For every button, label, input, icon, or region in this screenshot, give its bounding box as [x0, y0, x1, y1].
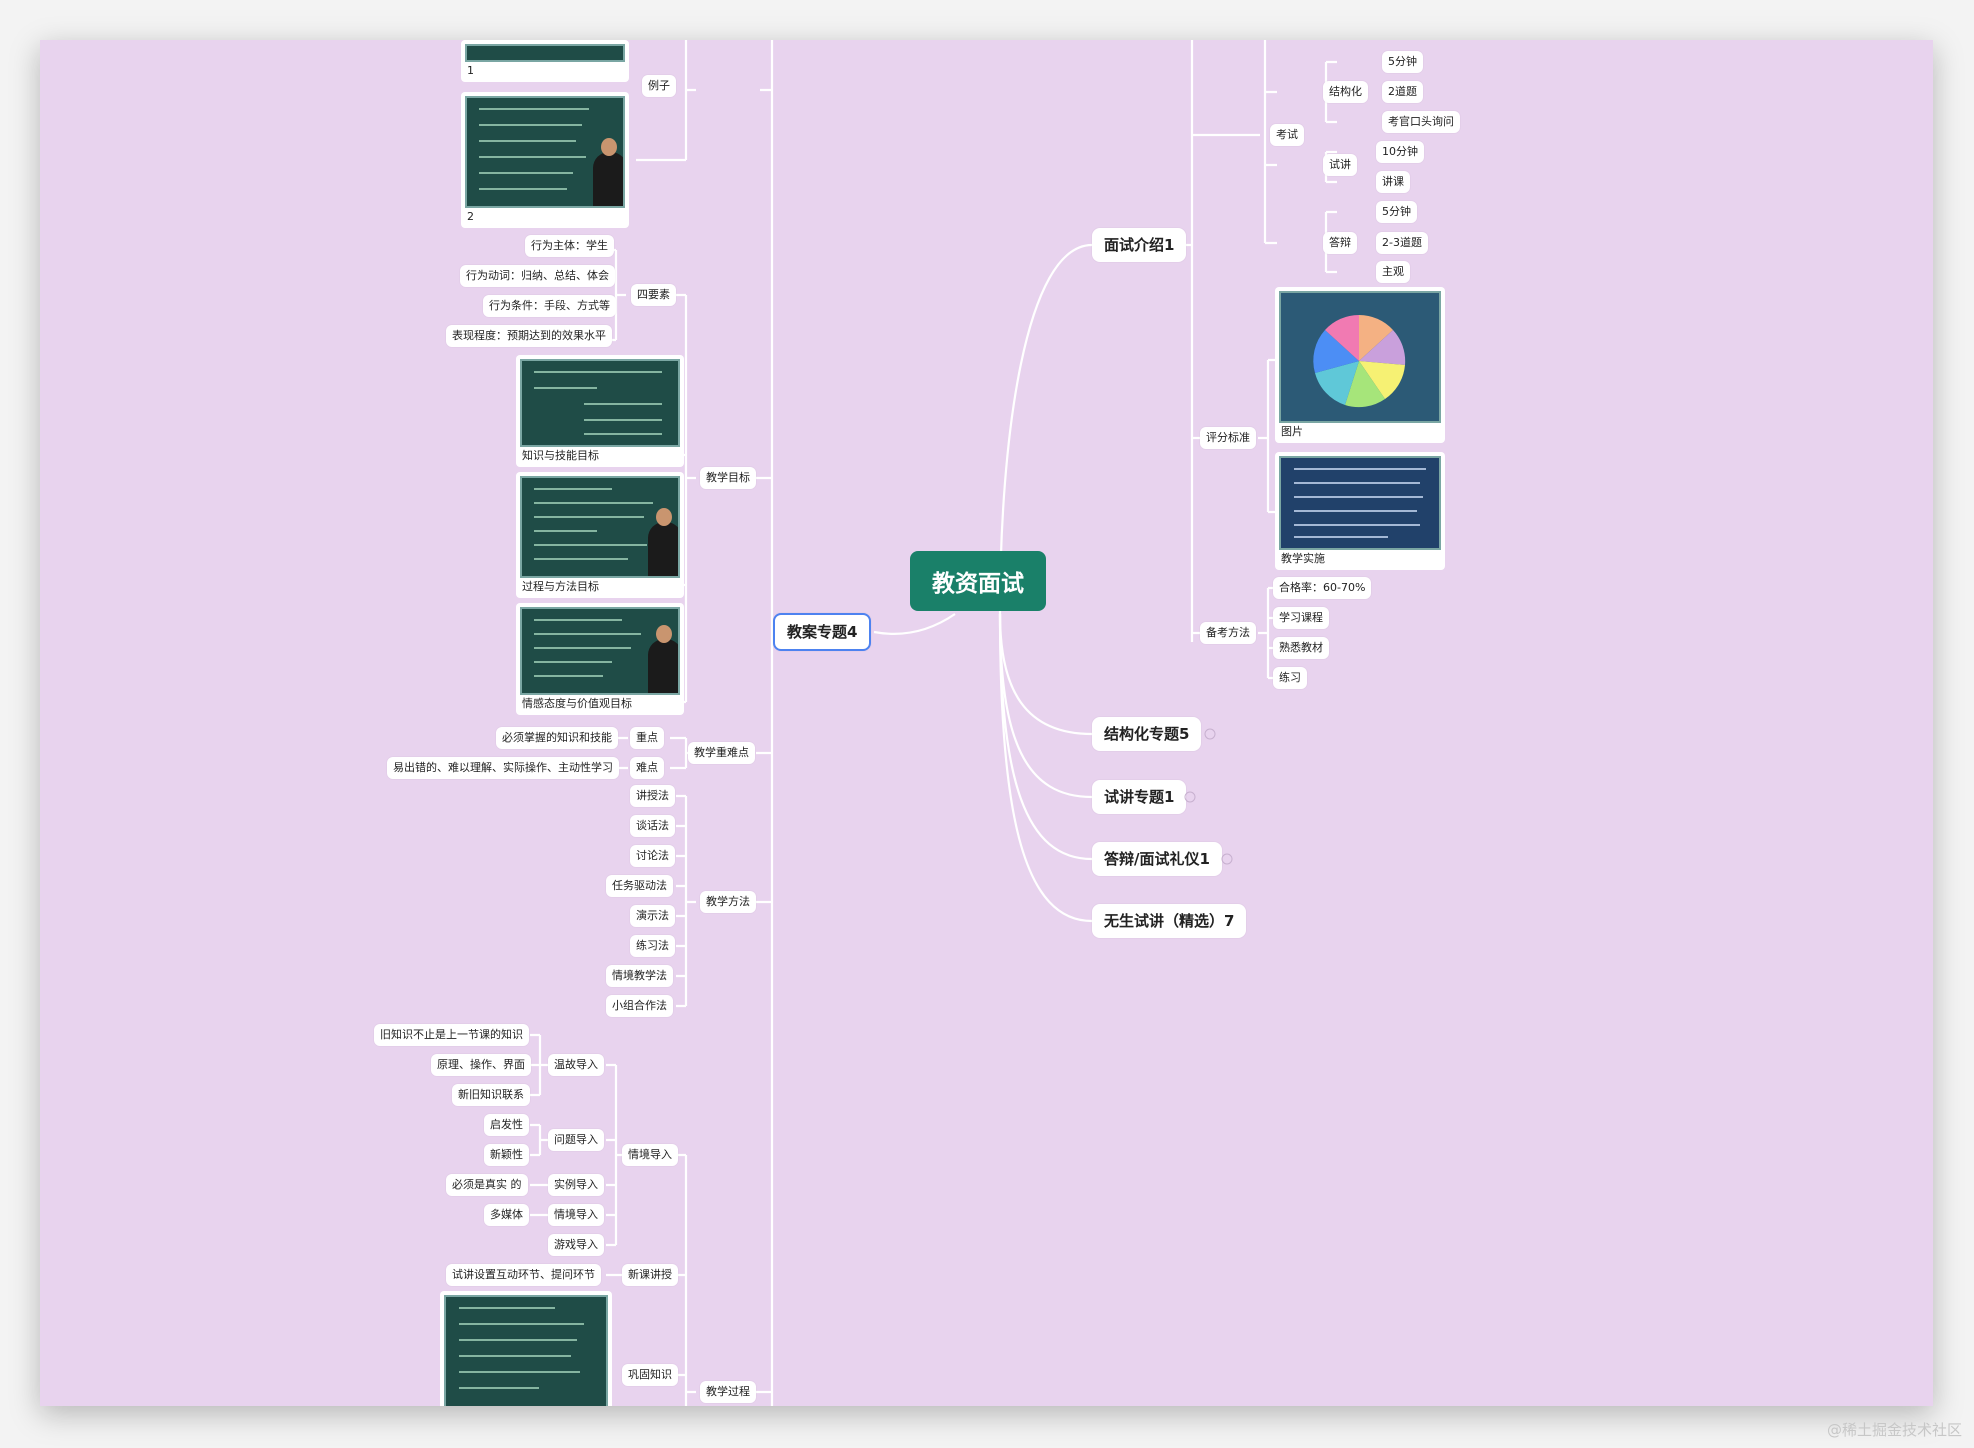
branch-lesson-plan[interactable]: 教案专题4 — [773, 613, 872, 651]
board-image — [520, 359, 680, 447]
branch-no-student-lecture[interactable]: 无生试讲（精选）7 — [1092, 904, 1247, 938]
node-leaf[interactable]: 2-3道题 — [1376, 232, 1428, 254]
image-caption: 知识与技能目标 — [522, 449, 599, 462]
node-key-difficult[interactable]: 教学重难点 — [688, 742, 755, 764]
node-game-intro[interactable]: 游戏导入 — [548, 1234, 604, 1256]
node-review-intro[interactable]: 温故导入 — [548, 1054, 604, 1076]
pie-chart-image — [1279, 291, 1441, 423]
node-defense[interactable]: 答辩 — [1323, 232, 1357, 254]
node-exam[interactable]: 考试 — [1270, 124, 1304, 146]
collapse-toggle-icon[interactable] — [1204, 728, 1216, 740]
image-caption: 图片 — [1281, 425, 1303, 438]
root-node[interactable]: 教资面试 — [910, 551, 1046, 611]
node-leaf[interactable]: 新颖性 — [484, 1144, 529, 1166]
node-leaf[interactable]: 新旧知识联系 — [452, 1084, 530, 1106]
node-method[interactable]: 小组合作法 — [606, 995, 673, 1017]
node-leaf[interactable]: 原理、操作、界面 — [431, 1054, 531, 1076]
node-leaf[interactable]: 表现程度：预期达到的效果水平 — [446, 325, 612, 347]
node-leaf[interactable]: 合格率：60-70% — [1273, 577, 1372, 599]
board-image — [444, 1295, 608, 1406]
node-leaf[interactable]: 练习 — [1273, 667, 1307, 689]
image-node-goal-attitude[interactable]: 情感态度与价值观目标 — [516, 603, 684, 715]
image-node-goal-process[interactable]: 过程与方法目标 — [516, 472, 684, 598]
node-leaf[interactable]: 易出错的、难以理解、实际操作、主动性学习 — [387, 757, 619, 779]
node-leaf[interactable]: 旧知识不止是上一节课的知识 — [374, 1024, 529, 1046]
image-caption: 2 — [467, 210, 474, 223]
node-method[interactable]: 讨论法 — [630, 845, 675, 867]
node-leaf[interactable]: 行为动词：归纳、总结、体会 — [460, 265, 615, 287]
image-caption: 过程与方法目标 — [522, 580, 599, 593]
board-image — [520, 607, 680, 695]
node-leaf[interactable]: 必须掌握的知识和技能 — [496, 727, 618, 749]
node-teaching-process[interactable]: 教学过程 — [700, 1381, 756, 1403]
node-leaf[interactable]: 行为条件：手段、方式等 — [483, 295, 616, 317]
node-question-intro[interactable]: 问题导入 — [548, 1129, 604, 1151]
scoring-table-image — [1279, 456, 1441, 550]
branch-trial-lecture[interactable]: 试讲专题1 — [1092, 780, 1187, 814]
branch-interview-intro[interactable]: 面试介绍1 — [1092, 228, 1187, 262]
node-leaf[interactable]: 启发性 — [484, 1114, 529, 1136]
node-teaching-method[interactable]: 教学方法 — [700, 891, 756, 913]
collapse-toggle-icon[interactable] — [1221, 853, 1233, 865]
image-node-consolidate[interactable] — [440, 1291, 612, 1406]
node-four-elements[interactable]: 四要素 — [631, 284, 676, 306]
node-method[interactable]: 情境教学法 — [606, 965, 673, 987]
node-method[interactable]: 讲授法 — [630, 785, 675, 807]
node-consolidate[interactable]: 巩固知识 — [622, 1364, 678, 1386]
branch-defense-etiquette[interactable]: 答辩/面试礼仪1 — [1092, 842, 1222, 876]
node-teaching-goal[interactable]: 教学目标 — [700, 467, 756, 489]
node-difficult[interactable]: 难点 — [630, 757, 664, 779]
board-image — [465, 96, 625, 208]
image-node-goal-knowledge[interactable]: 知识与技能目标 — [516, 355, 684, 467]
board-image — [520, 476, 680, 578]
node-leaf[interactable]: 多媒体 — [484, 1204, 529, 1226]
node-leaf[interactable]: 5分钟 — [1376, 201, 1417, 223]
node-situation-intro[interactable]: 情境导入 — [622, 1144, 678, 1166]
node-new-lesson[interactable]: 新课讲授 — [622, 1264, 678, 1286]
image-caption: 教学实施 — [1281, 552, 1325, 565]
node-leaf[interactable]: 考官口头询问 — [1382, 111, 1460, 133]
watermark: @稀土掘金技术社区 — [1826, 1421, 1962, 1439]
node-leaf[interactable]: 试讲设置互动环节、提问环节 — [446, 1264, 601, 1286]
image-node-table[interactable]: 教学实施 — [1275, 452, 1445, 570]
node-scene-intro[interactable]: 情境导入 — [548, 1204, 604, 1226]
board-image — [465, 44, 625, 62]
node-leaf[interactable]: 学习课程 — [1273, 607, 1329, 629]
node-method[interactable]: 任务驱动法 — [606, 875, 673, 897]
node-method[interactable]: 练习法 — [630, 935, 675, 957]
node-leaf[interactable]: 必须是真实 的 — [446, 1174, 528, 1196]
node-leaf[interactable]: 主观 — [1376, 261, 1410, 283]
mindmap-canvas[interactable]: 教资面试 教案专题4 面试介绍1 结构化专题5 试讲专题1 答辩/面试礼仪1 无… — [40, 40, 1933, 1406]
image-node-example-1[interactable]: 1 — [461, 40, 629, 82]
node-example-intro[interactable]: 实例导入 — [548, 1174, 604, 1196]
node-structured[interactable]: 结构化 — [1323, 81, 1368, 103]
node-leaf[interactable]: 10分钟 — [1376, 141, 1424, 163]
connector-lines — [530, 40, 1337, 1406]
image-caption: 1 — [467, 64, 474, 77]
node-method[interactable]: 演示法 — [630, 905, 675, 927]
node-lecture[interactable]: 试讲 — [1323, 154, 1357, 176]
image-node-example-2[interactable]: 2 — [461, 92, 629, 228]
image-node-pie[interactable]: 图片 — [1275, 287, 1445, 443]
node-leaf[interactable]: 2道题 — [1382, 81, 1423, 103]
node-example[interactable]: 例子 — [642, 75, 676, 97]
node-leaf[interactable]: 熟悉教材 — [1273, 637, 1329, 659]
node-method[interactable]: 谈话法 — [630, 815, 675, 837]
node-leaf[interactable]: 讲课 — [1376, 171, 1410, 193]
branch-structured[interactable]: 结构化专题5 — [1092, 717, 1202, 751]
node-leaf[interactable]: 5分钟 — [1382, 51, 1423, 73]
collapse-toggle-icon[interactable] — [1184, 791, 1196, 803]
image-caption: 情感态度与价值观目标 — [522, 697, 632, 710]
node-leaf[interactable]: 行为主体：学生 — [525, 235, 614, 257]
node-prep[interactable]: 备考方法 — [1200, 622, 1256, 644]
node-key[interactable]: 重点 — [630, 727, 664, 749]
node-scoring[interactable]: 评分标准 — [1200, 427, 1256, 449]
